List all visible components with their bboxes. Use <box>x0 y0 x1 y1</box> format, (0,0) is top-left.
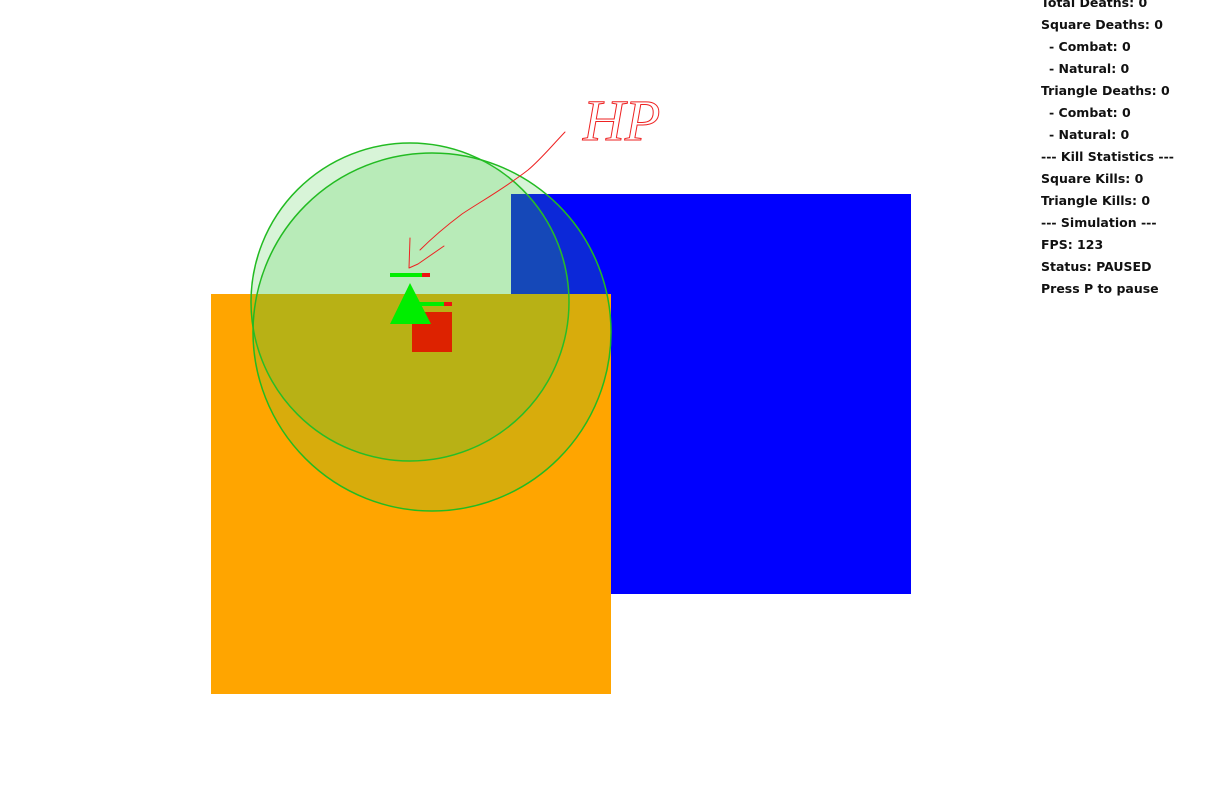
triangle-health-bar <box>390 273 430 277</box>
triangle-natural-deaths: - Natural: 0 <box>1049 127 1130 142</box>
triangle-unit[interactable] <box>390 283 431 324</box>
triangle-health-bar-fill <box>390 273 422 277</box>
arrow-head <box>408 237 445 269</box>
square-deaths: Square Deaths: 0 <box>1041 17 1163 32</box>
simulation-status: Status: PAUSED <box>1041 259 1152 274</box>
fps-counter: FPS: 123 <box>1041 237 1104 252</box>
hp-annotation-arrow <box>408 131 566 269</box>
triangle-kills: Triangle Kills: 0 <box>1041 193 1151 208</box>
pause-hint: Press P to pause <box>1041 281 1159 296</box>
kill-statistics-header: --- Kill Statistics --- <box>1041 149 1174 164</box>
total-deaths: Total Deaths: 0 <box>1041 0 1148 10</box>
square-health-bar-fill <box>412 302 444 306</box>
arrow-shaft <box>419 131 566 251</box>
square-combat-deaths: - Combat: 0 <box>1049 39 1131 54</box>
simulation-header: --- Simulation --- <box>1041 215 1157 230</box>
hp-annotation-label: HP <box>582 88 660 153</box>
triangle-deaths: Triangle Deaths: 0 <box>1041 83 1170 98</box>
triangle-combat-deaths: - Combat: 0 <box>1049 105 1131 120</box>
square-health-bar <box>412 302 452 306</box>
orange-territory-square <box>211 294 611 694</box>
square-kills: Square Kills: 0 <box>1041 171 1144 186</box>
square-natural-deaths: - Natural: 0 <box>1049 61 1130 76</box>
statistics-hud: Total Deaths: 0 Square Deaths: 0 - Comba… <box>1041 0 1211 300</box>
